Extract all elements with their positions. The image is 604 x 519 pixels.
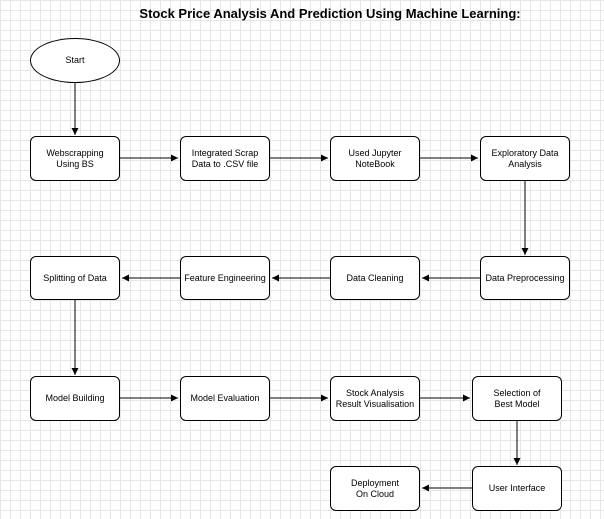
result-visualisation-node: Stock Analysis Result Visualisation — [330, 376, 420, 421]
deployment-on-cloud-node: Deployment On Cloud — [330, 466, 420, 511]
feature-engineering-node: Feature Engineering — [180, 256, 270, 300]
exploratory-data-analysis-node: Exploratory Data Analysis — [480, 136, 570, 181]
start-node: Start — [30, 38, 120, 83]
diagram-title: Stock Price Analysis And Prediction Usin… — [139, 6, 521, 21]
model-evaluation-node: Model Evaluation — [180, 376, 270, 421]
data-cleaning-node: Data Cleaning — [330, 256, 420, 300]
selection-best-model-node: Selection of Best Model — [472, 376, 562, 421]
model-building-node: Model Building — [30, 376, 120, 421]
user-interface-node: User Interface — [472, 466, 562, 511]
webscrapping-node: Webscrapping Using BS — [30, 136, 120, 181]
integrated-scrap-node: Integrated Scrap Data to .CSV file — [180, 136, 270, 181]
jupyter-notebook-node: Used Jupyter NoteBook — [330, 136, 420, 181]
splitting-of-data-node: Splitting of Data — [30, 256, 120, 300]
data-preprocessing-node: Data Preprocessing — [480, 256, 570, 300]
